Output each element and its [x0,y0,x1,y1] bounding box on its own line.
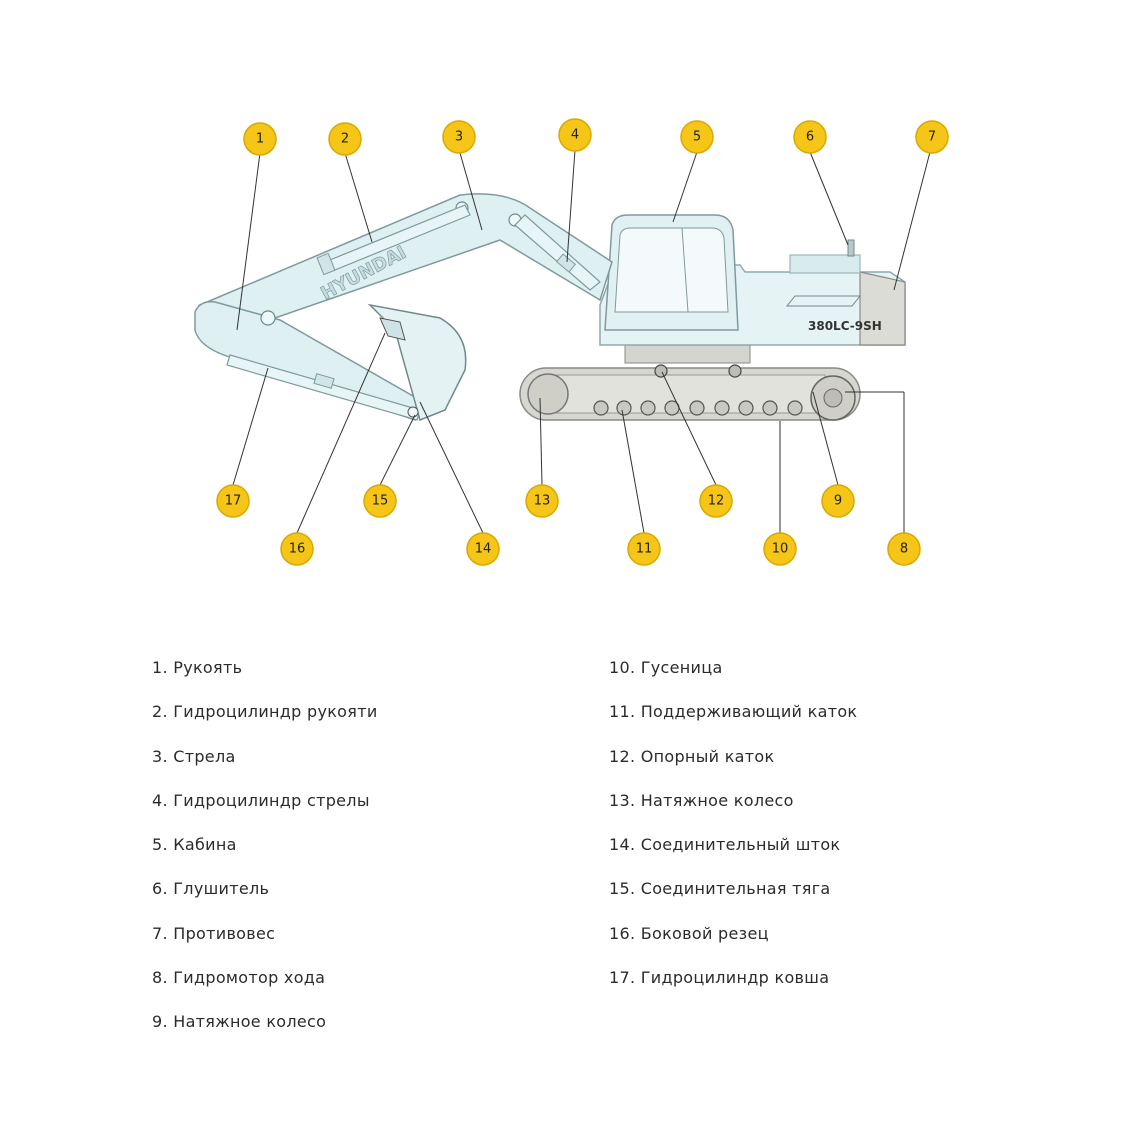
legend-item: 16. Боковой резец [609,923,769,943]
marker-15: 15 [363,484,397,518]
marker-12: 12 [699,484,733,518]
track-rollers [593,400,803,416]
svg-text:14: 14 [475,542,492,557]
undercarriage [519,364,861,421]
svg-text:5: 5 [693,130,701,145]
cab [604,214,739,331]
legend-item: 5. Кабина [152,835,237,855]
bucket [367,303,467,422]
legend-item: 2. Гидроцилиндр рукояти [152,702,378,722]
marker-8: 8 [887,532,921,566]
marker-10: 10 [763,532,797,566]
legend-item: 13. Натяжное колесо [609,790,794,810]
marker-7: 7 [915,120,949,154]
legend-item: 11. Поддерживающий каток [609,702,858,722]
svg-text:6: 6 [806,130,814,145]
legend-left-column: 1. Рукоять 2. Гидроцилиндр рукояти 3. Ст… [152,657,378,1056]
marker-6: 6 [793,120,827,154]
legend-item: 17. Гидроцилиндр ковша [609,968,830,988]
marker-11: 11 [627,532,661,566]
excavator-diagram: 380LC-9SH HYUNDAI [194,118,949,566]
legend-item: 7. Противовес [152,923,276,943]
marker-17: 17 [216,484,250,518]
svg-text:3: 3 [455,130,463,145]
legend-item: 9. Натяжное колесо [152,1012,327,1032]
marker-4: 4 [558,118,592,152]
marker-5: 5 [680,120,714,154]
marker-2: 2 [328,122,362,156]
svg-text:13: 13 [534,494,551,509]
svg-text:2: 2 [341,132,349,147]
legend-item: 15. Соединительная тяга [609,879,831,899]
marker-3: 3 [442,120,476,154]
marker-16: 16 [280,532,314,566]
legend-item: 6. Глушитель [152,879,270,899]
marker-1: 1 [243,122,277,156]
arm-cylinder [316,204,471,276]
svg-text:12: 12 [708,494,725,509]
svg-text:10: 10 [772,542,789,557]
boom-cylinder [514,214,601,291]
svg-text:1: 1 [256,132,264,147]
svg-text:8: 8 [900,542,908,557]
legend-item: 1. Рукоять [152,658,243,677]
svg-text:16: 16 [289,542,306,557]
svg-text:9: 9 [834,494,842,509]
marker-13: 13 [525,484,559,518]
leader-lines [232,149,931,534]
legend-item: 14. Соединительный шток [609,835,841,855]
marker-14: 14 [466,532,500,566]
svg-text:4: 4 [571,128,579,143]
legend-right-column: 10. Гусеница 11. Поддерживающий каток 12… [609,657,857,1011]
svg-text:17: 17 [225,494,242,509]
legend-item: 8. Гидромотор хода [152,968,326,988]
legend-item: 3. Стрела [152,746,236,766]
svg-text:7: 7 [928,130,936,145]
svg-text:11: 11 [636,542,653,557]
model-label: 380LC-9SH [808,319,882,333]
bucket-cylinder [226,354,421,421]
legend-item: 4. Гидроцилиндр стрелы [152,790,370,810]
marker-9: 9 [821,484,855,518]
legend-item: 10. Гусеница [609,658,723,677]
legend-item: 12. Опорный каток [609,746,775,766]
svg-text:15: 15 [372,494,389,509]
